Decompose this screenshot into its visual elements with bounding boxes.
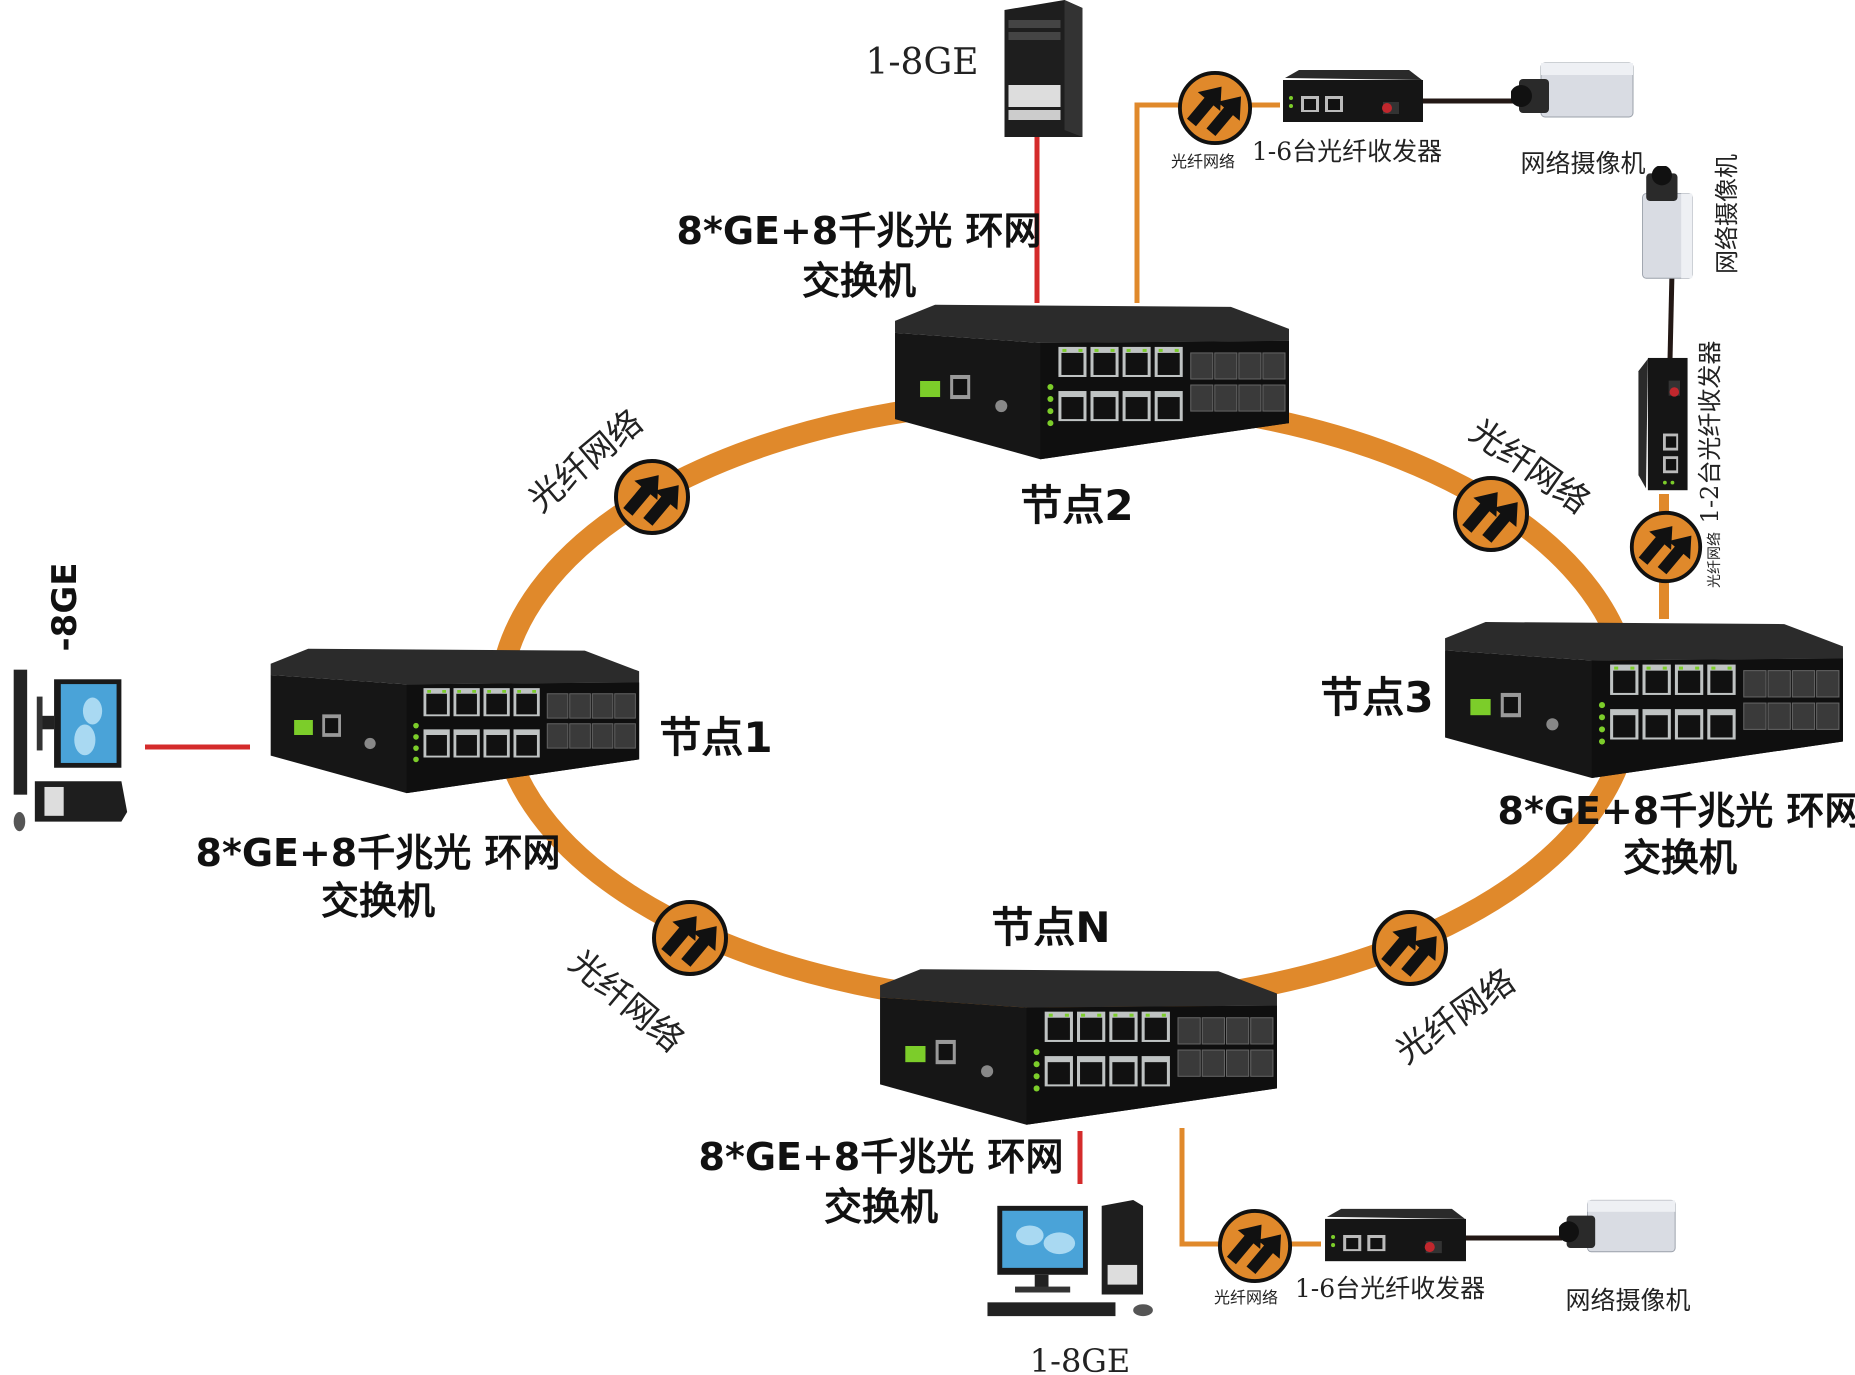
cable-right <box>1667 271 1675 361</box>
bottom-fiber-label: 光纤网络 <box>1214 1288 1278 1307</box>
pc-left-icon <box>13 669 128 832</box>
top-pc-label: 1-8GE <box>865 42 978 83</box>
top-fiber-label: 光纤网络 <box>1171 152 1235 171</box>
node3-model-label: 交换机 <box>1623 836 1737 880</box>
switch-node1-icon <box>270 648 640 794</box>
top-transceiver-label: 1-6台光纤收发器 <box>1252 137 1442 166</box>
node2-model-label: 8*GE+8千兆光 环网 <box>677 209 1042 253</box>
nodeN-model-label: 8*GE+8千兆光 环网 <box>699 1135 1064 1179</box>
nodeN-model-label: 交换机 <box>824 1185 938 1229</box>
node1-name: 节点1 <box>659 713 772 762</box>
left-pc-label: -8GE <box>45 563 85 652</box>
node2-model-label: 交换机 <box>802 259 916 303</box>
fiber-badge-icon <box>1177 70 1254 146</box>
node3-name: 节点3 <box>1320 673 1433 722</box>
fiber-badge-icon <box>1629 510 1704 584</box>
switch-node3-icon <box>1444 621 1844 779</box>
camera-right-icon <box>1642 166 1693 279</box>
bottom-transceiver-label: 1-6台光纤收发器 <box>1295 1274 1485 1303</box>
fiber-badge-icon <box>1217 1208 1294 1284</box>
right-transceiver-label: 1-2台光纤收发器 <box>1696 341 1724 524</box>
right-camera-label: 网络摄像机 <box>1713 154 1741 274</box>
node1-model-label: 交换机 <box>321 879 435 923</box>
pc-tower-icon <box>1004 0 1083 137</box>
nodeN-name: 节点N <box>991 903 1110 952</box>
node2-name: 节点2 <box>1020 481 1133 530</box>
fiber-badge-icon <box>1453 476 1531 552</box>
camera-bottom-icon <box>1559 1199 1676 1253</box>
fiber-badge-icon <box>1372 910 1450 986</box>
node3-model-label: 8*GE+8千兆光 环网 <box>1498 789 1855 833</box>
right-fiber-label: 光纤网络 <box>1707 532 1723 588</box>
camera-top-icon <box>1511 62 1634 118</box>
bottom-pc-label: 1-8GE <box>1030 1342 1130 1375</box>
fiber-badge-icon <box>614 459 692 535</box>
top-camera-label: 网络摄像机 <box>1520 149 1645 178</box>
transceiver-top-icon <box>1283 70 1423 122</box>
transceiver-right-icon <box>1638 357 1688 491</box>
bottom-camera-label: 网络摄像机 <box>1565 1286 1690 1315</box>
node1-model-label: 8*GE+8千兆光 环网 <box>196 831 561 875</box>
switch-node2-icon <box>894 304 1290 460</box>
pc-bottom-icon <box>987 1199 1153 1317</box>
transceiver-bottom-icon <box>1325 1208 1466 1262</box>
switch-nodeN-icon <box>879 968 1278 1126</box>
fiber-badge-icon <box>652 900 730 976</box>
